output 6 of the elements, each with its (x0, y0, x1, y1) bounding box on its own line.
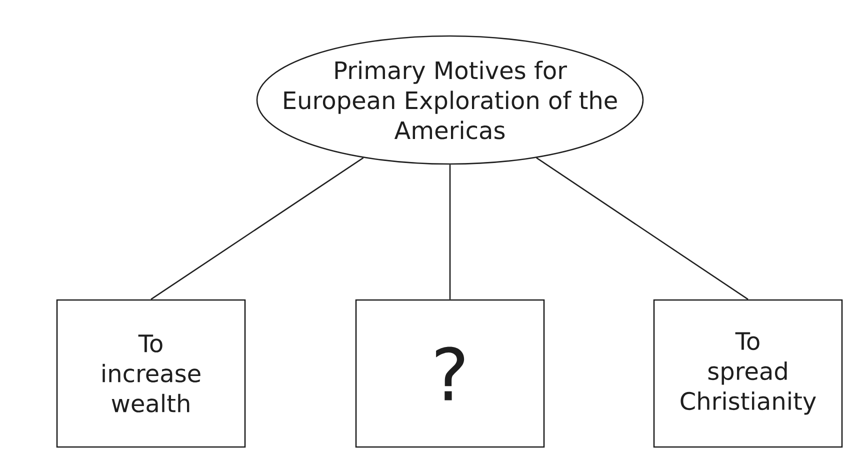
connector-line (449, 164, 451, 300)
connector-line (150, 157, 364, 300)
text-box: To increase wealth (56, 299, 246, 448)
text-box: ? (355, 299, 545, 448)
text-box: To spread Christianity (653, 299, 843, 448)
connector-line (536, 157, 748, 300)
